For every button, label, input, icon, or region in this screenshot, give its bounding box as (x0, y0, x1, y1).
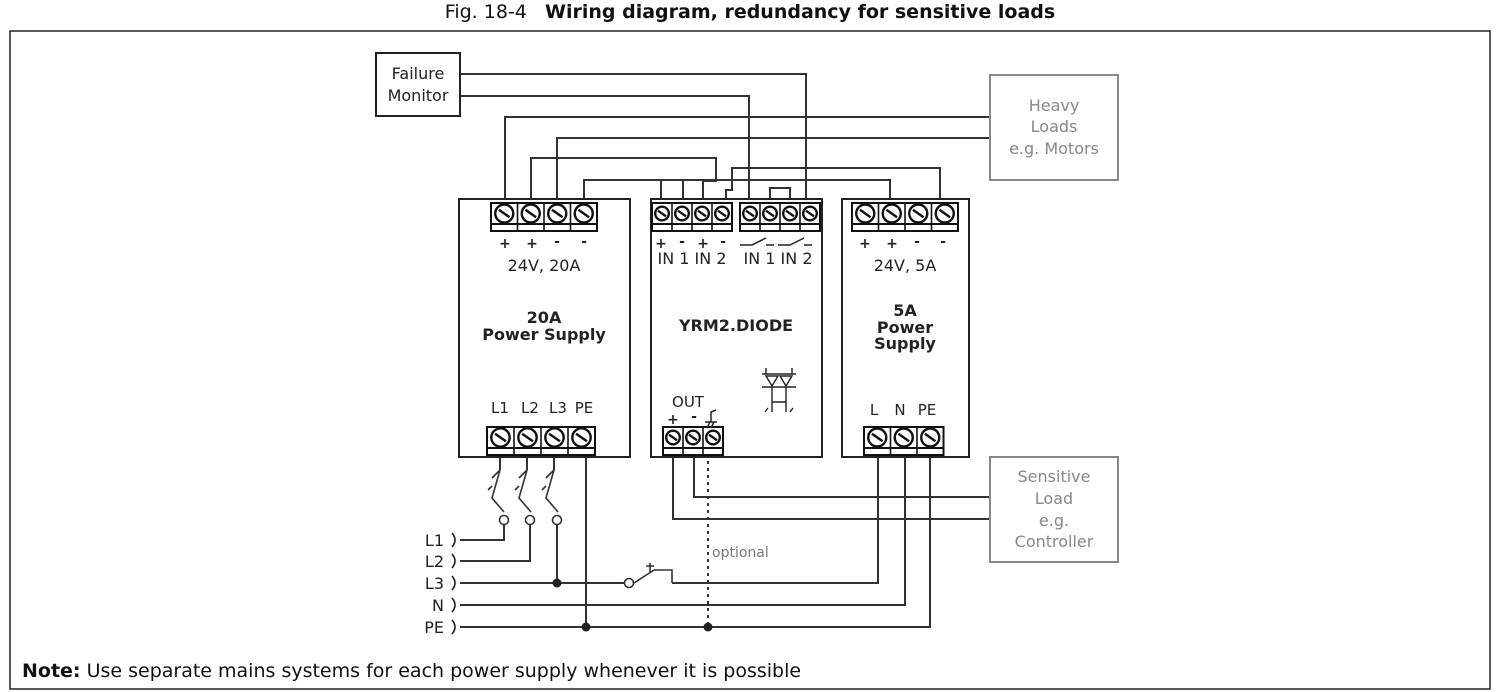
junction-pe-20a (581, 622, 591, 632)
sensitive-load-line2: Load (1035, 489, 1073, 508)
note: Note: Use separate mains systems for eac… (22, 660, 801, 682)
relay-contact-symbols (740, 237, 812, 246)
wire-out-minus (693, 440, 990, 498)
breaker-l1 (491, 469, 505, 513)
ps5-input-l: L (870, 401, 879, 419)
ps20-sign-1: + (499, 236, 511, 252)
ps20-output-terminals (490, 202, 598, 232)
ps5-input-terminals (863, 426, 945, 456)
mains-label-l3: L3 (425, 574, 444, 593)
diode-out-label: OUT (672, 393, 705, 411)
wire-20a-minus-in1 (583, 179, 684, 205)
figure-number: Fig. 18-4 (444, 1, 527, 23)
wire-l3-5a (672, 440, 879, 584)
ps20-input-l1: L1 (491, 399, 509, 417)
figure-title: Wiring diagram, redundancy for sensitive… (545, 1, 1056, 23)
breakers-20a (487, 469, 563, 526)
wire-monitor-in1 (460, 95, 750, 205)
ps5-rating: 24V, 5A (874, 256, 937, 275)
wire-5a-minus-in2 (725, 167, 941, 205)
sensitive-load-line3: e.g. (1039, 511, 1069, 530)
note-label: Note: (22, 660, 81, 682)
junction-pe-optional (703, 622, 713, 632)
ps5-sign-4: - (940, 234, 946, 250)
mains-label-pe: PE (424, 618, 444, 637)
diode-out-plus: + (667, 412, 679, 428)
ps20-box (458, 198, 631, 458)
wire-n-bus (460, 440, 906, 606)
junction-l3 (552, 578, 562, 588)
ps20-rating: 24V, 20A (508, 256, 581, 275)
diode-sign-1: + (655, 236, 667, 252)
mains-connectors (451, 532, 456, 635)
figure-caption: Fig. 18-4 Wiring diagram, redundancy for… (0, 0, 1500, 24)
ps20-input-terminals (486, 426, 596, 456)
ps20-sign-4: - (581, 234, 587, 250)
diode-box (650, 198, 823, 458)
ps20-input-l2: L2 (521, 399, 539, 417)
diode-sign-3: + (697, 236, 709, 252)
ground-icon (705, 409, 717, 429)
breaker-l3 (545, 469, 559, 513)
relay-jumper (769, 187, 791, 205)
wire-heavy-plus (504, 116, 990, 205)
heavy-loads-box (989, 74, 1119, 181)
ps5-sign-2: + (886, 236, 898, 252)
ps20-input-pe: PE (575, 399, 594, 417)
wire-l1-mains (460, 525, 505, 541)
diode-relay-label: IN 1 IN 2 (744, 249, 813, 268)
optional-label: optional (712, 545, 769, 561)
breaker-5a (623, 563, 673, 589)
diode-relay-terminals (739, 202, 821, 232)
failure-monitor-line1: Failure (392, 64, 445, 83)
ps5-title2: Power (877, 318, 933, 337)
wire-20a-plus-in2 (530, 157, 717, 205)
ps20-title1: 20A (527, 308, 562, 327)
mains-labels: L1 L2 L3 N PE (424, 531, 444, 637)
note-text: Use separate mains systems for each powe… (80, 660, 802, 682)
wire-monitor-in2 (460, 73, 807, 205)
heavy-loads-line2: Loads (1031, 117, 1078, 136)
failure-monitor-box (375, 52, 461, 117)
mains-label-n: N (432, 596, 444, 615)
wire-out-plus (672, 440, 990, 520)
ps5-sign-1: + (859, 236, 871, 252)
ps5-title1: 5A (893, 301, 917, 320)
wires (460, 73, 990, 628)
ps20-title2: Power Supply (482, 325, 606, 344)
diode-input-terminals (651, 202, 733, 232)
ps5-title3: Supply (874, 334, 936, 353)
failure-monitor-line2: Monitor (388, 86, 449, 105)
ps20-input-l3: L3 (549, 399, 567, 417)
diode-in-label: IN 1 IN 2 (658, 249, 727, 268)
ps20-sign-3: - (554, 234, 560, 250)
wire-5a-plus-in1 (660, 179, 891, 205)
ps20-sign-2: + (526, 236, 538, 252)
mains-label-l2: L2 (425, 552, 444, 571)
diode-output-terminals (662, 426, 724, 456)
wire-l2-mains (460, 525, 531, 562)
diode-sign-2: - (679, 234, 685, 250)
ps5-box (841, 198, 970, 458)
ps5-output-terminals (851, 202, 959, 232)
heavy-loads-line3: e.g. Motors (1009, 139, 1099, 158)
ps5-input-pe: PE (918, 401, 937, 419)
sensitive-load-line4: Controller (1015, 532, 1094, 551)
diode-schematic-icon (762, 368, 796, 413)
heavy-loads-line1: Heavy (1029, 96, 1080, 115)
breaker-l2 (518, 469, 532, 513)
figure-frame (9, 30, 1491, 690)
ps5-sign-3: - (914, 234, 920, 250)
diode-sign-4: - (720, 234, 726, 250)
wire-pe-bus (460, 440, 931, 628)
ps5-input-n: N (894, 401, 905, 419)
diode-title: YRM2.DIODE (678, 316, 793, 335)
diode-out-minus: - (691, 409, 697, 425)
mains-label-l1: L1 (425, 531, 444, 550)
sensitive-load-line1: Sensitive (1018, 467, 1091, 486)
wire-heavy-minus (556, 137, 990, 205)
sensitive-load-box (989, 456, 1119, 563)
